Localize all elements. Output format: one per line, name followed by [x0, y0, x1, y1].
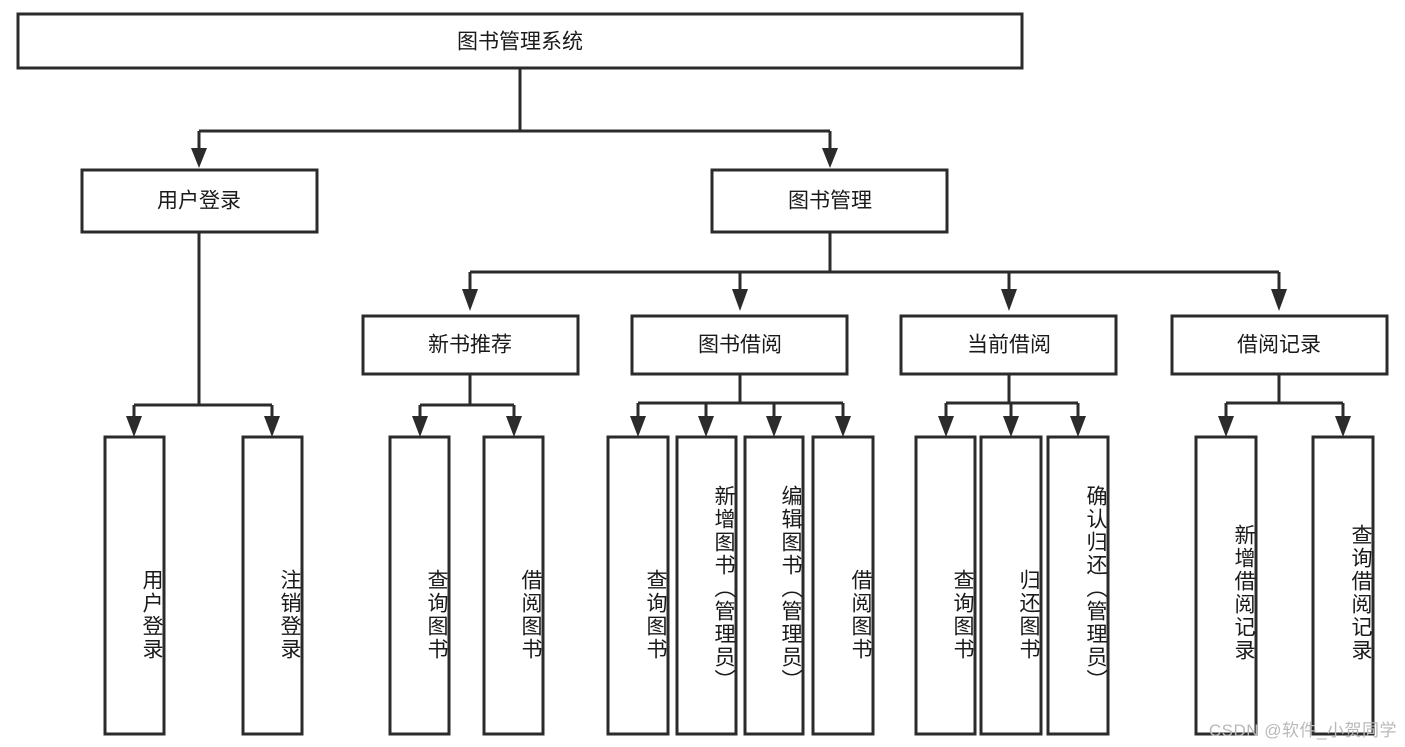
arrow-user-login-leaf-1	[126, 416, 142, 437]
node-new-book-recommend[interactable]: 新书推荐	[361, 314, 580, 376]
node-borrow-record[interactable]: 借阅记录	[1170, 314, 1389, 376]
arrow-current-borrow-leaf-3	[1070, 416, 1086, 437]
arrow-to-current-borrow	[1001, 289, 1017, 311]
node-book-borrow-label: 图书借阅	[698, 334, 782, 357]
arrow-book-borrow-leaf-3	[766, 416, 782, 437]
leaf-box-new-book-2[interactable]	[482, 435, 545, 736]
arrow-book-borrow-leaf-4	[835, 416, 851, 437]
node-user-login-label: 用户登录	[157, 190, 241, 213]
node-root[interactable]: 图书管理系统	[16, 12, 1024, 70]
arrow-to-new-book-recommend	[462, 289, 478, 311]
leaf-box-book-borrow-3[interactable]	[743, 435, 805, 736]
node-current-borrow-label: 当前借阅	[967, 334, 1051, 357]
node-user-login[interactable]: 用户登录	[80, 168, 319, 234]
node-book-management-label: 图书管理	[788, 190, 872, 213]
node-current-borrow-box[interactable]	[899, 314, 1118, 376]
node-book-management[interactable]: 图书管理	[710, 168, 949, 234]
arrow-new-book-leaf-1	[412, 416, 428, 437]
arrow-to-book-manage	[822, 148, 838, 168]
node-book-borrow[interactable]: 图书借阅	[630, 314, 849, 376]
arrow-to-borrow-record	[1271, 289, 1287, 311]
node-book-management-box[interactable]	[710, 168, 949, 234]
leaf-box-current-borrow-3[interactable]	[1046, 435, 1110, 736]
leaf-box-user-login-2[interactable]	[241, 435, 304, 736]
node-borrow-record-box[interactable]	[1170, 314, 1389, 376]
arrow-borrow-record-leaf-1	[1218, 416, 1234, 437]
arrow-user-login-leaf-2	[264, 416, 280, 437]
leaf-box-borrow-record-1[interactable]	[1194, 435, 1258, 736]
node-root-box[interactable]	[16, 12, 1024, 70]
leaf-box-current-borrow-2[interactable]	[979, 435, 1043, 736]
leaf-box-borrow-record-2[interactable]	[1311, 435, 1375, 736]
arrow-book-borrow-leaf-1	[630, 416, 646, 437]
arrow-current-borrow-leaf-1	[938, 416, 954, 437]
node-current-borrow[interactable]: 当前借阅	[899, 314, 1118, 376]
leaf-box-current-borrow-1[interactable]	[914, 435, 977, 736]
arrow-borrow-record-leaf-2	[1335, 416, 1351, 437]
node-new-book-recommend-label: 新书推荐	[428, 334, 512, 357]
arrow-book-borrow-leaf-2	[698, 416, 714, 437]
arrow-new-book-leaf-2	[506, 416, 522, 437]
node-root-label: 图书管理系统	[457, 31, 583, 54]
leaf-box-book-borrow-2[interactable]	[675, 435, 738, 736]
leaf-box-user-login-1[interactable]	[103, 435, 166, 736]
node-book-borrow-box[interactable]	[630, 314, 849, 376]
arrow-current-borrow-leaf-2	[1003, 416, 1019, 437]
arrow-to-book-borrow	[732, 289, 748, 311]
csdn-watermark: CSDN @软件_小贺同学	[1208, 721, 1397, 740]
arrow-to-user-login	[191, 148, 207, 168]
leaf-box-book-borrow-1[interactable]	[606, 435, 670, 736]
node-new-book-recommend-box[interactable]	[361, 314, 580, 376]
leaf-box-new-book-1[interactable]	[388, 435, 451, 736]
node-borrow-record-label: 借阅记录	[1237, 334, 1321, 357]
leaf-box-book-borrow-4[interactable]	[811, 435, 875, 736]
